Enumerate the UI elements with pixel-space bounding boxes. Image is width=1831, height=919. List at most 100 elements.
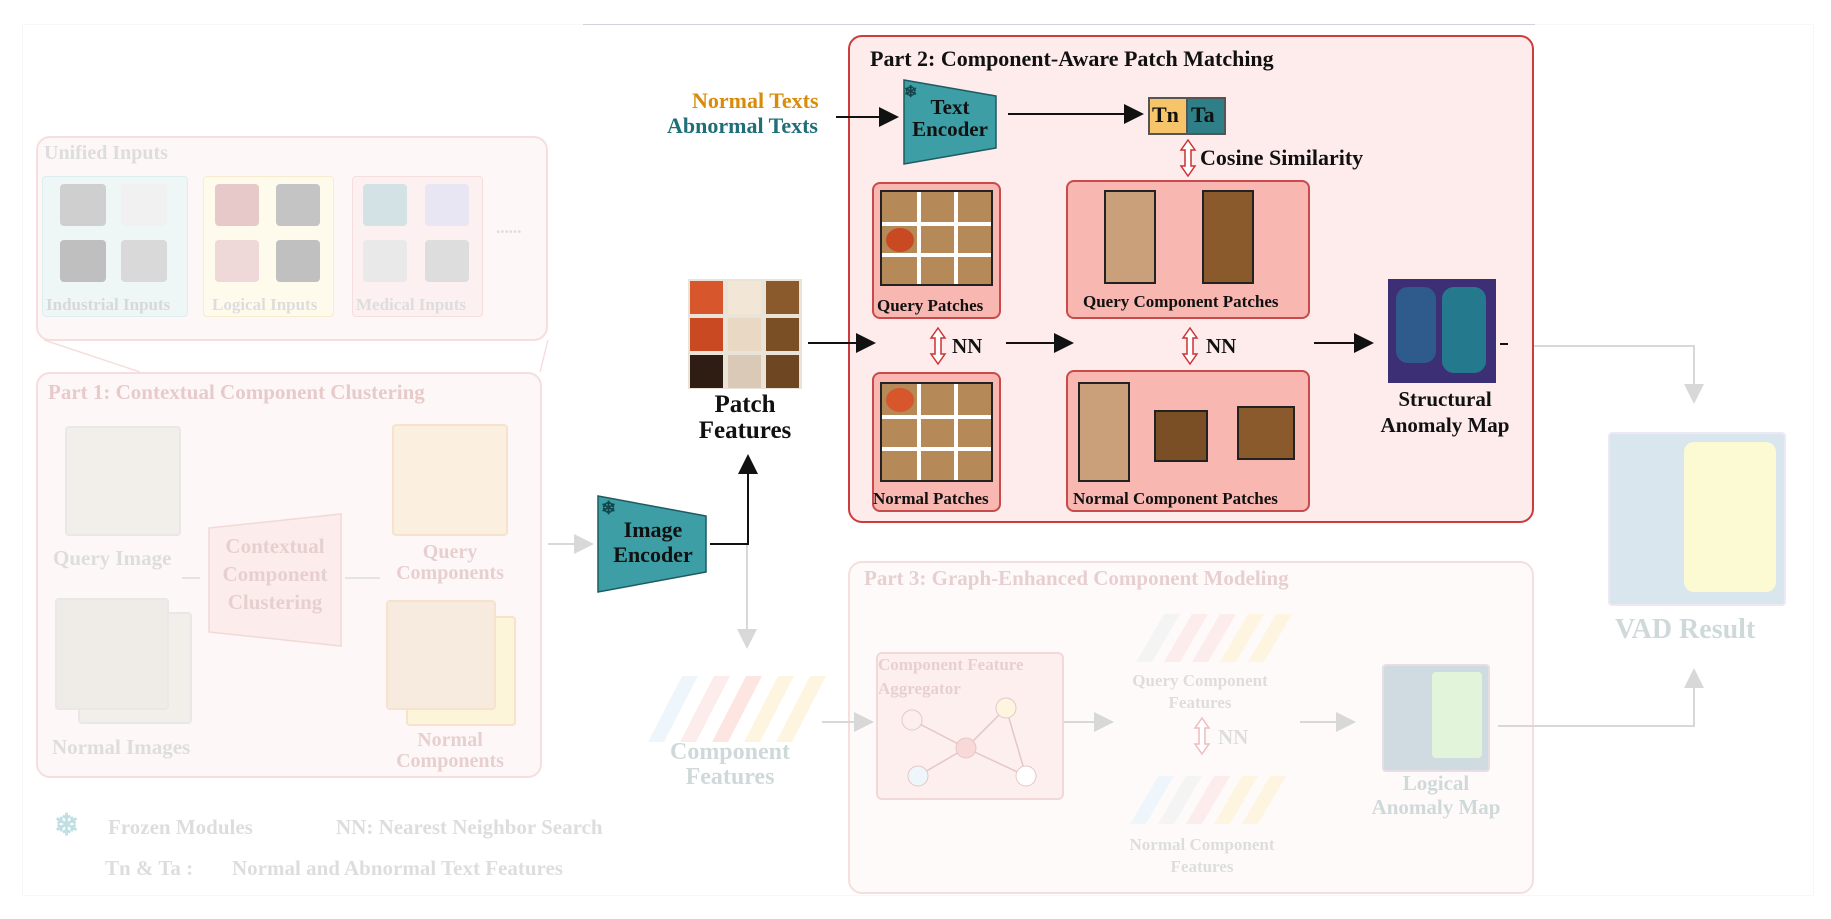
text-encoder-line2: Encoder (912, 117, 988, 142)
query-components-label: Query Components (380, 542, 520, 584)
industrial-thumb-4 (121, 240, 167, 282)
part3-nn-arrow (1193, 716, 1211, 756)
industrial-inputs-group (42, 176, 188, 317)
nn-right-double-arrow (1181, 326, 1199, 366)
query-patches-label: Query Patches (877, 296, 984, 315)
logical-anomaly-map-line2: Anomaly Map (1371, 795, 1501, 820)
normal-patches-grid-h1 (882, 415, 991, 419)
logical-thumb-3 (215, 240, 259, 282)
normal-patches-grid-v1 (917, 384, 921, 480)
part1-title: Part 1: Contextual Component Clustering (48, 380, 425, 404)
clustering-label: Contextual Component Clustering (210, 535, 340, 613)
normal-patches-grid-h2 (882, 447, 991, 451)
patch-features-cell-8 (728, 355, 761, 388)
patch-features-line1: Patch (714, 391, 776, 418)
outer-frame (22, 24, 1814, 896)
ta-label: Ta (1191, 102, 1215, 127)
structural-anomaly-map-label: Structural Anomaly Map (1360, 388, 1530, 436)
query-component-patch-2 (1202, 190, 1254, 284)
clustering-label-line1: Contextual (225, 534, 325, 558)
image-encoder-trapezoid (597, 495, 707, 593)
image-encoder-snowflake-icon: ❄ (601, 498, 617, 518)
image-encoder-line1: Image (623, 517, 683, 542)
legend-frozen: Frozen Modules (108, 815, 253, 839)
query-patches-fruit (886, 228, 914, 252)
medical-thumb-4 (425, 240, 469, 282)
normal-components-thumb-back (406, 616, 516, 726)
tn-label: Tn (1152, 102, 1179, 127)
medical-inputs-label: Medical Inputs (356, 295, 467, 314)
patch-features-cell-3 (766, 281, 799, 314)
normal-component-features-bars (1130, 776, 1286, 824)
patch-features-cell-5 (728, 318, 761, 351)
clustering-trapezoid (208, 513, 342, 647)
structural-anomaly-map-line2: Anomaly Map (1380, 413, 1510, 438)
part3-title: Part 3: Graph-Enhanced Component Modelin… (864, 566, 1289, 590)
tn-box (1148, 97, 1188, 135)
text-encoder-snowflake-icon: ❄ (904, 84, 918, 101)
patch-features-cell-4 (690, 318, 723, 351)
logical-thumb-2 (276, 184, 320, 226)
structural-anomaly-map-line1: Structural (1398, 387, 1492, 411)
normal-patches-image (880, 382, 993, 482)
query-component-patch-1 (1104, 190, 1156, 284)
text-encoder-label: Text Encoder (902, 96, 998, 140)
query-component-features-bars (1136, 614, 1292, 662)
patch-features-cell-7 (690, 355, 723, 388)
structural-anomaly-map-left-region (1396, 287, 1436, 363)
logical-anomaly-map-highlight (1432, 672, 1482, 758)
industrial-inputs-label: Industrial Inputs (46, 295, 171, 314)
query-patches-image (880, 190, 993, 286)
query-component-features-label: Query Component Features (1110, 672, 1290, 712)
component-features-line2: Features (685, 764, 775, 791)
normal-component-patches-label: Normal Component Patches (1073, 489, 1278, 508)
patch-features-cell-1 (690, 281, 723, 314)
part1-panel (36, 372, 542, 778)
ta-box (1186, 97, 1226, 135)
query-component-patches-label: Query Component Patches (1083, 292, 1279, 311)
query-component-features-line2: Features (1168, 692, 1232, 712)
aggregator-label: Component Feature Aggregator (878, 656, 1048, 698)
normal-component-patch-2 (1154, 410, 1208, 462)
industrial-thumb-1 (60, 184, 106, 226)
legend-tnta: Tn & Ta : (105, 856, 194, 880)
normal-components-label: Normal Components (380, 730, 520, 772)
logical-anomaly-map-line1: Logical (1402, 771, 1470, 795)
patch-features-cell-2 (728, 281, 761, 314)
normal-images-label: Normal Images (52, 735, 191, 759)
patch-features-grid (688, 279, 802, 389)
query-patches-grid-v2 (954, 192, 958, 284)
normal-patches-label: Normal Patches (873, 489, 989, 508)
structural-anomaly-map (1388, 279, 1496, 383)
query-component-features-line1: Query Component (1132, 671, 1268, 690)
legend-tnta-desc: Normal and Abnormal Text Features (232, 856, 563, 880)
normal-component-features-line1: Normal Component (1129, 835, 1275, 854)
query-components-line2: Components (396, 562, 504, 584)
normal-image-thumb-front (55, 598, 169, 710)
vad-result-label: VAD Result (1615, 614, 1756, 645)
patch-features-label: Patch Features (680, 391, 810, 445)
query-components-line1: Query (422, 541, 478, 563)
legend-nn: NN: Nearest Neighbor Search (336, 815, 603, 839)
query-patches-grid-h2 (882, 253, 991, 257)
medical-thumb-2 (425, 184, 469, 226)
cosine-similarity-label: Cosine Similarity (1200, 145, 1364, 170)
query-patches-grid-v1 (917, 192, 921, 284)
unified-inputs-ellipsis: ...... (496, 218, 522, 237)
unified-inputs-panel (36, 136, 548, 341)
vad-result-highlight (1684, 442, 1776, 592)
part2-title: Part 2: Component-Aware Patch Matching (870, 46, 1274, 71)
image-encoder-label: Image Encoder (600, 518, 706, 566)
normal-component-features-line2: Features (1170, 856, 1234, 876)
image-encoder-line2: Encoder (613, 542, 693, 568)
logical-anomaly-map-label: Logical Anomaly Map (1356, 772, 1516, 818)
logical-thumb-4 (276, 240, 320, 282)
medical-thumb-1 (363, 184, 407, 226)
aggregator-line1: Component Feature (878, 655, 1024, 674)
aggregator-box (876, 652, 1064, 800)
cosine-double-arrow (1179, 138, 1197, 178)
